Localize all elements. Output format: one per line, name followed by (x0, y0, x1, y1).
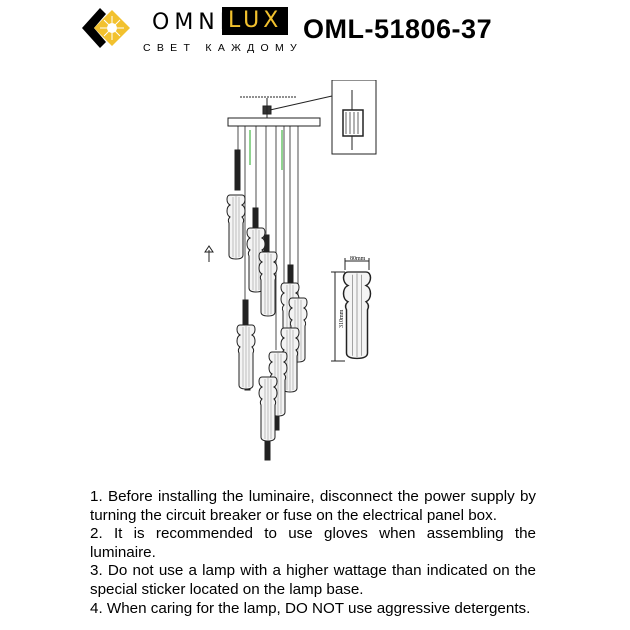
note-2: 2. It is recommended to use gloves when … (90, 525, 536, 561)
note-1: 1. Before installing the luminaire, disc… (90, 488, 536, 524)
omnilux-logo-icon (82, 8, 130, 48)
chandelier-technical-drawing: 80mm 310mm (204, 80, 377, 461)
brand-name-omni: OMNI (152, 10, 232, 35)
brand-name-lux: LUX (222, 7, 289, 35)
safety-notes: 1. Before installing the luminaire, disc… (90, 488, 536, 618)
height-dimension-label: 310mm (339, 309, 345, 328)
note-4: 4. When caring for the lamp, DO NOT use … (90, 599, 531, 617)
width-dimension-label: 80mm (350, 256, 366, 262)
brand-tagline: СВЕТ КАЖДОМУ (143, 42, 304, 54)
note-3: 3. Do not use a lamp with a higher watta… (90, 562, 536, 598)
model-number: OML-51806-37 (303, 14, 493, 44)
